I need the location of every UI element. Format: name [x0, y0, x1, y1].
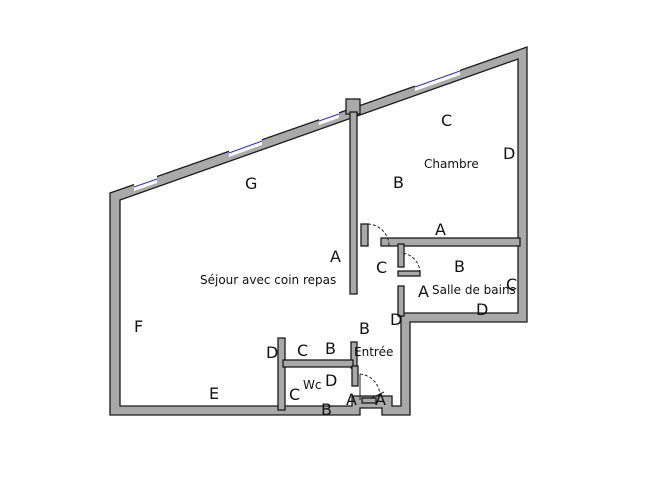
sdb-door-swing — [400, 252, 421, 274]
wall-letter-chambre-right: D — [503, 144, 515, 163]
wall-letter-placard-c: C — [297, 341, 308, 360]
wall-letter-sejour-top: G — [245, 174, 257, 193]
doors — [359, 223, 421, 404]
room-label-chambre: Chambre — [424, 157, 479, 171]
wall-letter-wc-top: D — [325, 371, 337, 390]
wall-letter-degagement: C — [376, 258, 387, 277]
windows — [133, 67, 461, 191]
wall-letter-sdb-bottom: D — [476, 300, 488, 319]
placard-wall-left — [277, 337, 286, 411]
room-labels: Séjour avec coin repas Chambre Salle de … — [200, 157, 516, 392]
placard-wc-wall — [282, 359, 354, 368]
sdb-left-wall-bottom — [397, 285, 405, 317]
wall-letters: G F E A C D B A C B C A D D B D C B D C … — [134, 111, 517, 419]
wall-letter-sdb-left: A — [418, 282, 429, 301]
room-label-salle-de-bains: Salle de bains — [432, 283, 516, 297]
wall-letter-sdb-top: B — [454, 257, 465, 276]
wall-letter-sejour-right: A — [330, 247, 341, 266]
wall-letter-placard-d: D — [266, 343, 278, 362]
room-label-entree: Entrée — [354, 345, 393, 359]
wall-letter-sejour-bottom: E — [209, 384, 219, 403]
wall-letter-sdb-right: C — [506, 275, 517, 294]
wc-door-swing — [359, 373, 381, 397]
wall-letter-entrance-door: A — [375, 390, 386, 409]
chambre-door-swing — [367, 223, 390, 247]
interior-walls — [277, 98, 521, 411]
wall-letter-sejour-left: F — [134, 317, 143, 336]
wall-letter-chambre-top: C — [441, 111, 452, 130]
wc-right-wall — [351, 365, 359, 387]
chambre-bottom-wall — [380, 237, 521, 247]
room-label-wc: Wc — [303, 378, 321, 392]
exterior-wall — [109, 46, 528, 416]
sejour-chambre-wall — [349, 111, 358, 295]
wall-letter-chambre-bottom: A — [435, 220, 446, 239]
wall-letter-wc-door: A — [346, 390, 357, 409]
wall-letter-placard-b: B — [325, 339, 336, 358]
wall-letter-entree-top: B — [359, 319, 370, 338]
wall-letter-wc-left: C — [289, 385, 300, 404]
wall-letter-entree-left: D — [390, 310, 402, 329]
room-label-sejour: Séjour avec coin repas — [200, 273, 336, 287]
wall-letter-chambre-left: B — [393, 173, 404, 192]
sdb-left-wall-top — [397, 243, 405, 268]
wall-letter-wc-bottom: B — [321, 400, 332, 419]
